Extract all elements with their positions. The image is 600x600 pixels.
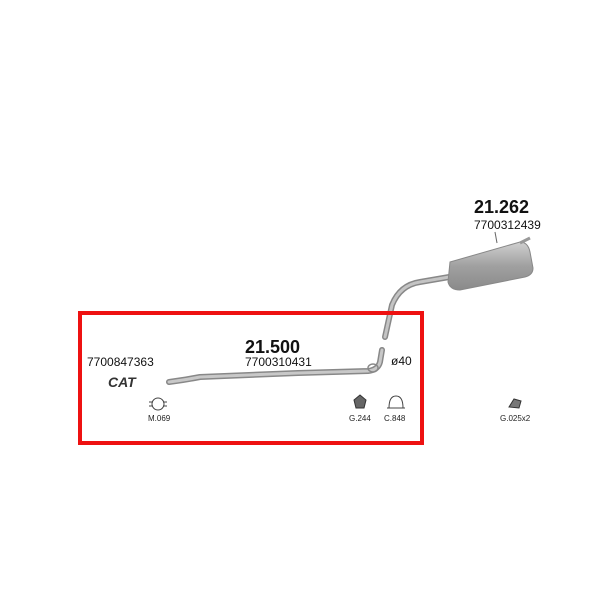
middle-pipe [166, 347, 385, 385]
accessory-code: G.244 [349, 414, 371, 423]
cat-oe-number: 7700847363 [87, 355, 154, 369]
rubber-hanger-icon [353, 394, 367, 409]
accessory-code: G.025x2 [500, 414, 531, 423]
cat-label: CAT [108, 374, 136, 390]
rubber-mount-icon [508, 398, 522, 409]
diameter-label: ø40 [391, 354, 412, 368]
accessory-code: C.848 [384, 414, 406, 423]
highlight-frame [78, 311, 424, 445]
accessory-code: M.069 [148, 414, 171, 423]
part-number-21262: 21.262 [474, 197, 530, 217]
clamp-ring-icon [149, 397, 167, 411]
part-number-21500: 21.500 [245, 337, 301, 357]
u-clamp-icon [387, 395, 405, 409]
rear-silencer [382, 231, 534, 340]
oe-number-21500: 7700310431 [245, 355, 312, 369]
oe-number-21262: 7700312439 [474, 218, 541, 232]
